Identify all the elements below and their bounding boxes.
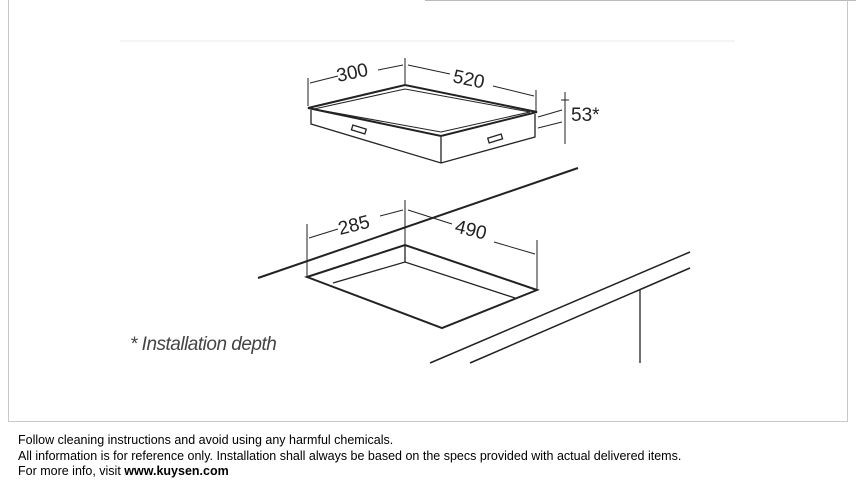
website-link[interactable]: www.kuysen.com xyxy=(124,464,229,478)
cutout-dimensions xyxy=(306,200,538,290)
installation-depth-note: * Installation depth xyxy=(130,334,277,355)
hob-width-label: 300 xyxy=(335,60,370,87)
hob-handle-left xyxy=(350,124,368,135)
hob-handle-right xyxy=(486,133,504,144)
cutout-depth-label: 490 xyxy=(453,216,489,244)
hob-dimensions xyxy=(307,58,569,144)
more-info-line: For more info, visit www.kuysen.com xyxy=(18,464,681,480)
footer-notes: Follow cleaning instructions and avoid u… xyxy=(18,433,681,480)
hob-depth-label: 520 xyxy=(451,66,486,93)
cleaning-note: Follow cleaning instructions and avoid u… xyxy=(18,433,394,447)
diagram-frame xyxy=(8,0,848,422)
reference-note: All information is for reference only. I… xyxy=(18,448,682,463)
installation-diagram: 300 520 53* 285 490 xyxy=(120,40,735,364)
top-divider xyxy=(425,0,856,1)
more-info-prefix: For more info, visit xyxy=(18,464,125,478)
countertop-drawing xyxy=(257,167,691,364)
hob-height-label: 53* xyxy=(571,105,600,126)
hob-drawing xyxy=(307,83,538,164)
cutout-width-label: 285 xyxy=(336,212,372,240)
